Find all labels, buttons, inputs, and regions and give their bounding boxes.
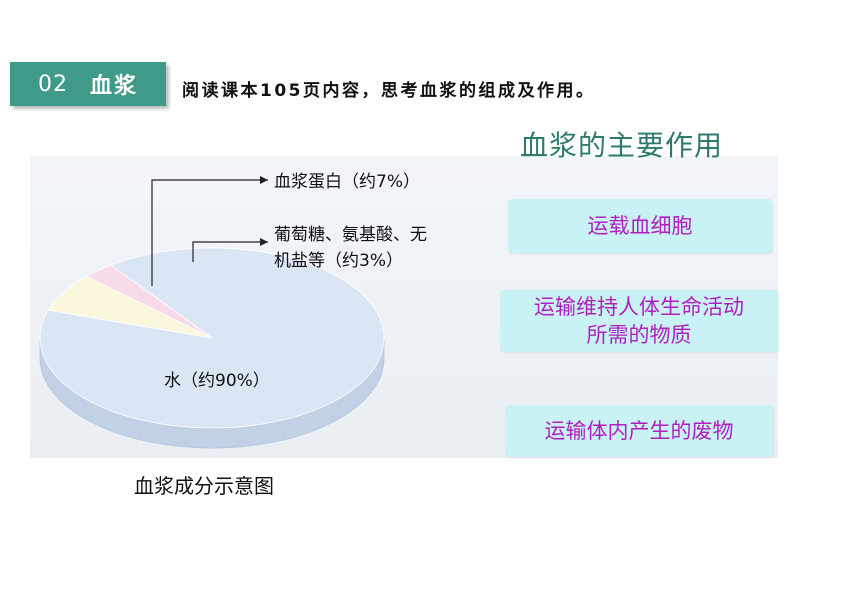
pie-label-protein: 血浆蛋白（约7%） [274, 172, 420, 192]
pie-label-other-line2: 机盐等（约3%） [274, 251, 403, 271]
chart-caption: 血浆成分示意图 [134, 474, 274, 498]
function-item-text: 运输体内产生的废物 [544, 419, 734, 443]
function-item-text: 运输维持人体生命活动 [534, 295, 744, 319]
protein-leader-arrow [260, 176, 268, 184]
protein-leader-line [151, 179, 268, 286]
other-leader-line [192, 241, 268, 262]
pie-slice-other [85, 264, 213, 339]
function-item-text: 运载血细胞 [587, 214, 693, 238]
functions-title: 血浆的主要作用 [520, 129, 724, 162]
function-item: 运输体内产生的废物 [505, 405, 773, 457]
section-number: 02 [38, 71, 68, 97]
section-tag: 02 血浆 [10, 62, 166, 106]
function-item: 运载血细胞 [508, 199, 772, 253]
pie-label-other-line1: 葡萄糖、氨基酸、无 [274, 225, 427, 245]
function-item-text-line2: 所需的物质 [586, 323, 692, 347]
pie-slice-water [39, 247, 385, 429]
section-title: 血浆 [90, 74, 139, 99]
other-leader-arrow [260, 238, 268, 246]
instruction-text: 阅读课本105页内容，思考血浆的组成及作用。 [182, 81, 596, 101]
function-item: 运输维持人体生命活动 所需的物质 [500, 290, 778, 352]
pie-label-water: 水（约90%） [164, 371, 270, 391]
